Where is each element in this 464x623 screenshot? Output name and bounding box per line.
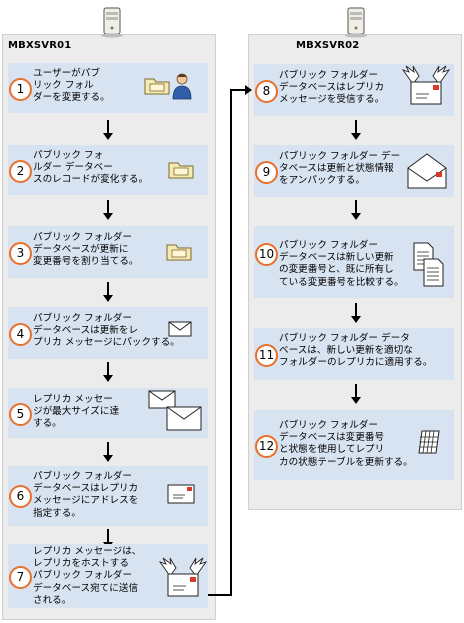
flow-arrow: [103, 200, 113, 220]
flow-arrow: [351, 303, 361, 323]
flow-arrow: [103, 529, 113, 549]
step-number: 2: [9, 160, 32, 183]
flow-arrow: [351, 120, 361, 140]
step-text: パブリック フォルダー データベースは新しい更新 の変更番号と、既に所有し てい…: [279, 240, 404, 288]
flow-arrow: [103, 442, 113, 462]
step-text: レプリカ メッセージは、 レプリカをホストする パブリック フォルダー データベ…: [33, 546, 142, 606]
envelope-icon: [168, 321, 192, 337]
step-number: 11: [255, 344, 278, 367]
step-number: 5: [9, 403, 32, 426]
step-text: ユーザーがパブ リック フォル ダーを変更する。: [33, 68, 110, 104]
addressed-envelope-icon: [167, 484, 195, 504]
flow-arrow: [351, 200, 361, 220]
server-icon: [341, 6, 371, 38]
step-text: パブリック フォルダー データベースはレプリカ メッセージを受信する。: [279, 70, 385, 106]
folder-icon: [143, 76, 171, 96]
step-number: 7: [9, 566, 32, 589]
step-text: パブリック フォルダー データベースは変更番号 と状態を使用してレプリ カの状態…: [279, 420, 413, 468]
step-text: パブリック フォ ルダー データベー スのレコードが変化する。: [33, 150, 149, 186]
documents-icon: [413, 242, 445, 288]
flow-arrow: [103, 120, 113, 140]
connector-line: [230, 89, 246, 91]
envelopes-icon: [147, 389, 203, 433]
flow-arrow: [351, 384, 361, 404]
step-text: パブリック フォルダー データベースは更新をレ プリカ メッセージにパックする。: [33, 313, 180, 349]
step-text: パブリック フォルダー データ ベースは、新しい更新を適切な フォルダーのレプリ…: [279, 333, 433, 369]
step-number: 8: [255, 80, 278, 103]
step-number: 9: [255, 161, 278, 184]
user-icon: [172, 72, 192, 100]
process-step: 11 パブリック フォルダー データ ベースは、新しい更新を適切な フォルダーの…: [254, 328, 454, 380]
flow-arrow: [103, 362, 113, 382]
flow-arrow: [103, 282, 113, 302]
connector-line: [208, 594, 232, 596]
grid-table-icon: [418, 430, 440, 454]
winged-envelope-icon: [158, 556, 208, 600]
process-step: 6 パブリック フォルダー データベースはレプリカ メッセージにアドレスを 指定…: [8, 466, 208, 526]
server-icon: [97, 6, 127, 38]
step-number: 6: [9, 485, 32, 508]
step-number: 4: [9, 323, 32, 346]
step-number: 3: [9, 242, 32, 265]
process-step: 3 パブリック フォルダー データベースが更新に 変更番号を割り当てる。: [8, 226, 208, 278]
connector-arrowhead: [245, 85, 252, 95]
winged-envelope-icon: [401, 64, 451, 108]
step-text: パブリック フォルダー データベースが更新に 変更番号を割り当てる。: [33, 232, 139, 268]
process-step: 7 レプリカ メッセージは、 レプリカをホストする パブリック フォルダー デー…: [8, 544, 208, 608]
step-number: 1: [9, 78, 32, 101]
step-text: レプリカ メッセー ジが最大サイズに達 する。: [33, 394, 120, 430]
folder-icon: [165, 242, 193, 262]
process-step: 1 ユーザーがパブ リック フォル ダーを変更する。: [8, 63, 208, 113]
folder-icon: [167, 160, 195, 180]
step-number: 12: [255, 435, 278, 458]
step-number: 10: [255, 243, 278, 266]
connector-line: [230, 89, 232, 596]
step-text: パブリック フォルダー デー タベースは更新と状態情報 をアンパックする。: [279, 151, 401, 187]
server-title: MBXSVR01: [8, 40, 72, 51]
step-text: パブリック フォルダー データベースはレプリカ メッセージにアドレスを 指定する…: [33, 471, 139, 519]
server-title: MBXSVR02: [296, 40, 360, 51]
open-envelope-icon: [406, 152, 448, 190]
